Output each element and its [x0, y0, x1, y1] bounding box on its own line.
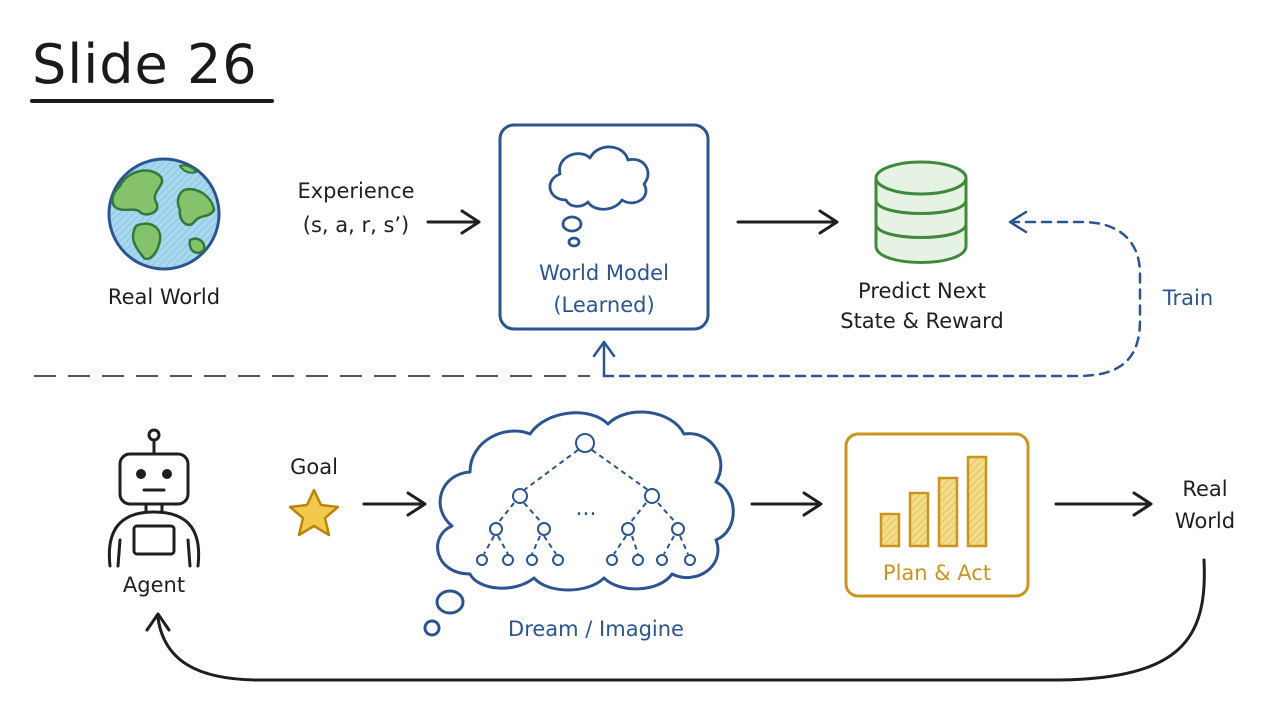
world-model-box [498, 123, 710, 331]
plan-bar-hatch-4 [969, 458, 985, 545]
bar-chart-icon [879, 455, 988, 548]
plan-bar-hatch-1 [882, 515, 898, 545]
train-arrowheads [592, 210, 1028, 378]
agent-label: Agent [122, 573, 186, 597]
database-icon [874, 160, 968, 264]
plan-act-label: Plan & Act [882, 561, 992, 585]
arrow-experience-to-model [426, 209, 481, 235]
title-underline [30, 99, 274, 103]
arrow-goal-to-dream [362, 491, 427, 517]
predict-label-line2: State & Reward [840, 309, 1004, 333]
arrow-plan-to-real-world [1054, 491, 1153, 517]
predict-label-line1: Predict Next [858, 279, 986, 303]
train-label: Train [1162, 286, 1214, 310]
dream-cloud [423, 410, 735, 637]
world-model-subtitle: (Learned) [553, 293, 655, 317]
real-world-label-bottom-line2: World [1174, 509, 1236, 533]
return-arrow-to-agent [145, 558, 1206, 682]
tree-ellipsis: ... [575, 496, 597, 521]
tree-diagram [476, 433, 696, 566]
experience-label: Experience [297, 179, 415, 203]
goal-label: Goal [290, 455, 338, 479]
experience-tuple-label: (s, a, r, s’) [302, 213, 410, 237]
dream-label: Dream / Imagine [508, 617, 684, 641]
arrow-dream-to-plan [750, 491, 823, 517]
earth-icon [107, 157, 221, 271]
plan-bar-hatch-3 [940, 479, 956, 545]
plan-bar-hatch-2 [911, 494, 927, 545]
train-loop-arrow [602, 220, 1142, 378]
real-world-label-bottom-line1: Real [1182, 477, 1228, 501]
thought-cloud-icon [548, 145, 650, 248]
star-icon [288, 488, 340, 537]
plan-act-box [844, 432, 1030, 598]
robot-icon [107, 428, 201, 568]
arrow-model-to-database [736, 209, 839, 235]
world-model-title: World Model [539, 261, 669, 285]
slide-title: Slide 26 [32, 33, 258, 96]
real-world-label-top: Real World [107, 285, 221, 309]
